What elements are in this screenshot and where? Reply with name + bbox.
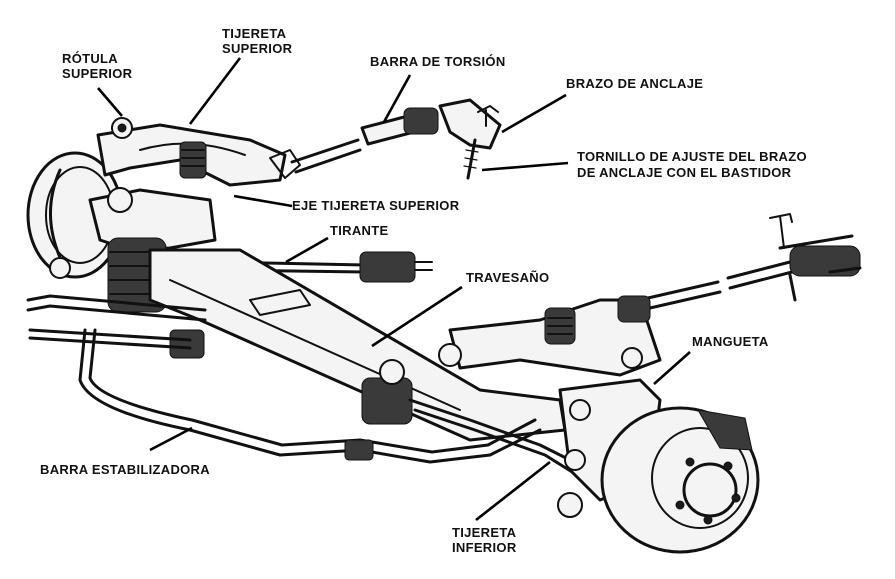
left-upper-control-arm (96, 117, 301, 187)
left-anchor-arm (438, 98, 502, 180)
label-tirante: TIRANTE (330, 223, 388, 238)
leader-lines (97, 57, 691, 522)
label-rotula-superior: RÓTULA SUPERIOR (62, 51, 133, 81)
label-mangueta: MANGUETA (692, 334, 769, 349)
label-barra-torsion: BARRA DE TORSIÓN (370, 54, 506, 69)
right-torsion-bar (646, 213, 862, 310)
label-tijereta-superior: TIJERETA SUPERIOR (222, 26, 293, 56)
label-brazo-anclaje: BRAZO DE ANCLAJE (566, 76, 703, 91)
steering-linkage (28, 328, 592, 518)
stabilizer-bar (26, 294, 542, 464)
label-eje-tijereta-superior: EJE TIJERETA SUPERIOR (292, 198, 460, 213)
label-tijereta-inferior: TIJERETA INFERIOR (452, 525, 520, 555)
left-torsion-bar (290, 107, 439, 174)
right-upper-control-arm (438, 295, 662, 377)
labels: RÓTULA SUPERIOR TIJERETA SUPERIOR BARRA … (40, 26, 811, 555)
label-barra-estabilizadora: BARRA ESTABILIZADORA (40, 462, 210, 477)
label-travesano: TRAVESAÑO (466, 270, 549, 285)
label-tornillo-ajuste: TORNILLO DE AJUSTE DEL BRAZO DE ANCLAJE … (577, 149, 811, 180)
right-brake-disc (600, 406, 760, 554)
